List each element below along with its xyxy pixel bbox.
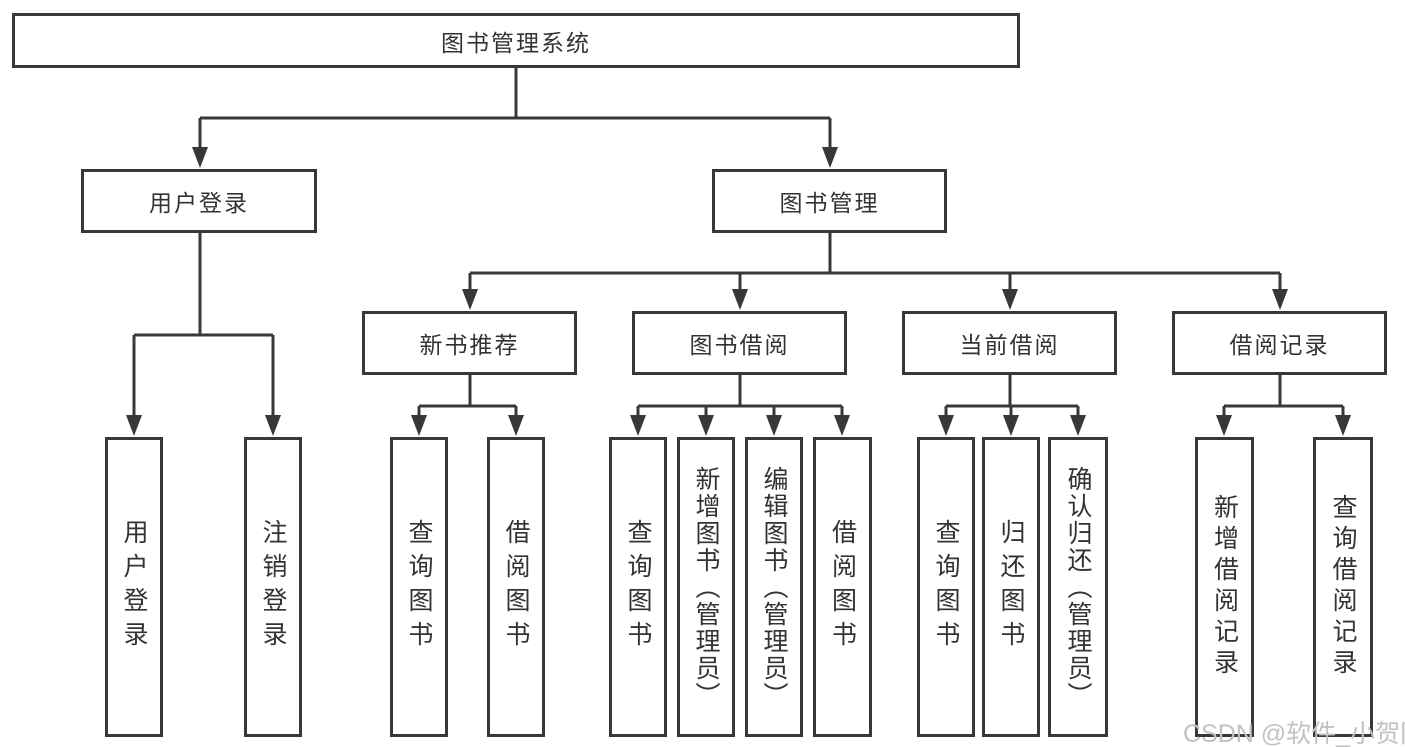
node-label: 新书推荐 bbox=[419, 332, 520, 358]
arrowhead bbox=[766, 415, 782, 436]
leaf-query-books-recommend: 查询图书 bbox=[390, 437, 448, 737]
leaf-add-books-admin: 新增图书（管理员） bbox=[677, 437, 735, 737]
arrowheads bbox=[126, 147, 1351, 436]
arrowhead bbox=[462, 289, 478, 310]
arrowhead bbox=[411, 415, 427, 436]
node-root-system: 图书管理系统 bbox=[12, 13, 1020, 68]
node-borrowing-records: 借阅记录 bbox=[1172, 311, 1387, 375]
arrowhead bbox=[1002, 289, 1018, 310]
leaf-borrow-books: 借阅图书 bbox=[813, 437, 872, 737]
node-label: 借阅记录 bbox=[1229, 332, 1330, 358]
node-label: 归还图书 bbox=[997, 519, 1025, 655]
node-label: 查询图书 bbox=[405, 519, 433, 655]
watermark-text: CSDN @软件_小贺同学 bbox=[1183, 720, 1405, 747]
arrowhead bbox=[834, 415, 850, 436]
node-label: 借阅图书 bbox=[502, 519, 530, 655]
node-label: 编辑图书（管理员） bbox=[760, 465, 788, 709]
connector-user-login bbox=[132, 233, 275, 428]
arrowhead bbox=[126, 415, 142, 436]
leaf-query-books-borrowing: 查询图书 bbox=[609, 437, 667, 737]
node-user-login-branch: 用户登录 bbox=[81, 169, 317, 233]
connector-book-mgmt bbox=[468, 233, 1282, 302]
arrowhead bbox=[508, 415, 524, 436]
leaf-return-books: 归还图书 bbox=[982, 437, 1040, 737]
node-label: 图书借阅 bbox=[689, 332, 790, 358]
leaf-edit-books-admin: 编辑图书（管理员） bbox=[745, 437, 803, 737]
node-label: 查询借阅记录 bbox=[1329, 494, 1357, 680]
connector-borrowing bbox=[636, 375, 844, 428]
node-book-borrowing: 图书借阅 bbox=[632, 311, 847, 375]
node-label: 当前借阅 bbox=[959, 332, 1060, 358]
connector-records bbox=[1222, 375, 1345, 428]
node-label: 新增图书（管理员） bbox=[692, 465, 720, 709]
connector-root bbox=[198, 68, 832, 160]
node-current-borrowing: 当前借阅 bbox=[902, 311, 1117, 375]
node-book-management-branch: 图书管理 bbox=[712, 169, 947, 233]
node-label: 查询图书 bbox=[932, 519, 960, 655]
leaf-logout: 注销登录 bbox=[244, 437, 302, 737]
leaf-add-borrow-record: 新增借阅记录 bbox=[1195, 437, 1254, 737]
leaf-user-login: 用户登录 bbox=[105, 437, 163, 737]
arrowhead bbox=[822, 147, 838, 168]
arrowhead bbox=[1335, 415, 1351, 436]
arrowhead bbox=[265, 415, 281, 436]
arrowhead bbox=[1003, 415, 1019, 436]
leaf-query-books-current: 查询图书 bbox=[917, 437, 975, 737]
arrowhead bbox=[192, 147, 208, 168]
arrowhead bbox=[698, 415, 714, 436]
arrowhead bbox=[1070, 415, 1086, 436]
node-label: 新增借阅记录 bbox=[1210, 494, 1239, 680]
arrowhead bbox=[1272, 289, 1288, 310]
connector-new-books bbox=[417, 375, 518, 428]
node-label: 确认归还（管理员） bbox=[1064, 465, 1092, 709]
node-label: 用户登录 bbox=[120, 519, 148, 655]
node-label: 注销登录 bbox=[259, 519, 287, 655]
node-label: 借阅图书 bbox=[828, 519, 857, 655]
arrowhead bbox=[630, 415, 646, 436]
arrowhead bbox=[938, 415, 954, 436]
node-label: 图书管理 bbox=[779, 190, 880, 216]
leaf-borrow-books-recommend: 借阅图书 bbox=[487, 437, 545, 737]
arrowhead bbox=[732, 289, 748, 310]
node-label: 用户登录 bbox=[149, 190, 249, 216]
node-label: 图书管理系统 bbox=[441, 29, 591, 56]
node-new-book-recommend: 新书推荐 bbox=[362, 311, 577, 375]
leaf-confirm-return-admin: 确认归还（管理员） bbox=[1048, 437, 1108, 737]
leaf-query-borrow-record: 查询借阅记录 bbox=[1313, 437, 1373, 737]
arrowhead bbox=[1216, 415, 1232, 436]
node-label: 查询图书 bbox=[624, 519, 652, 655]
